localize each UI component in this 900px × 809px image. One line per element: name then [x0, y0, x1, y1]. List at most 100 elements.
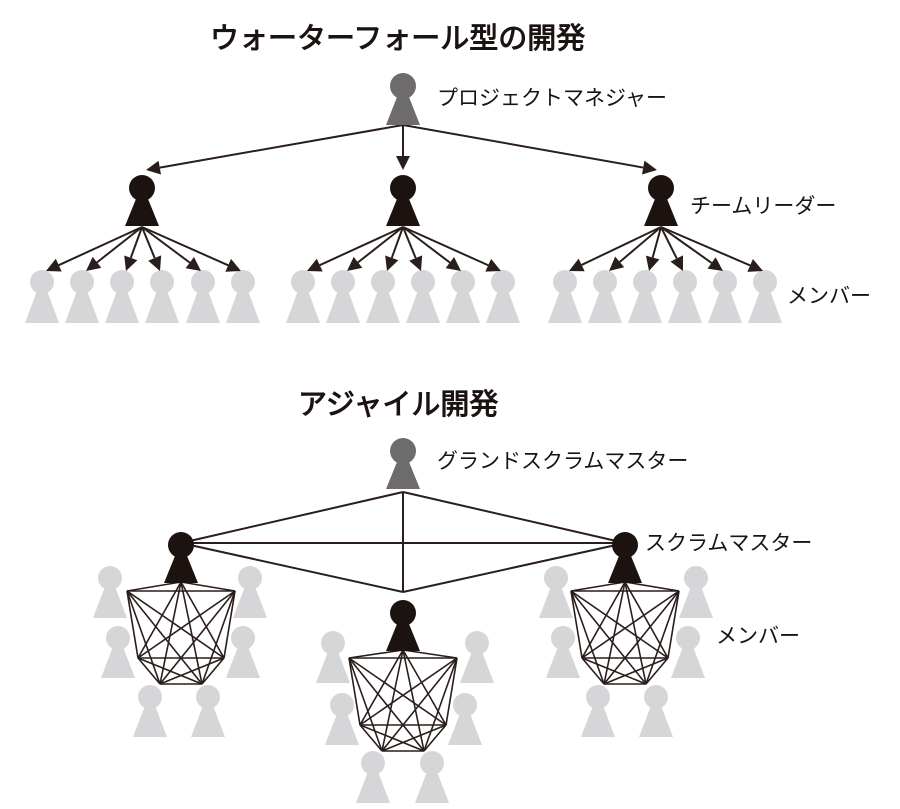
team-connection-line [603, 581, 626, 685]
person-head [753, 270, 777, 294]
team-connection-line [570, 590, 583, 659]
leader-to-member-arrow [124, 226, 143, 271]
member-person-icon [93, 566, 127, 618]
team-connection-line [159, 657, 225, 685]
person-body [386, 457, 420, 489]
leader-to-member-arrow [660, 226, 723, 271]
team-connection-line [348, 657, 447, 726]
person-head [420, 751, 444, 775]
arrow-head [124, 255, 138, 271]
person-body [105, 288, 139, 323]
team-connection-line [667, 590, 680, 659]
team-connection-line [126, 590, 203, 685]
person-body [325, 711, 359, 745]
member-person-icon [486, 270, 520, 323]
person-head [231, 626, 255, 650]
team-connection-line [348, 657, 361, 726]
arrow-line [141, 226, 191, 264]
person-body [644, 194, 678, 226]
person-body [608, 551, 642, 583]
arrow-head [641, 160, 657, 175]
team-connection-line [126, 590, 161, 685]
person-body [191, 703, 225, 737]
person-head [684, 566, 708, 590]
person-head [491, 270, 515, 294]
person-head [150, 270, 174, 294]
person-body [226, 644, 260, 678]
arrow-head [609, 256, 625, 271]
scrum-master-icon [386, 600, 420, 651]
arrow-head [385, 255, 399, 271]
person-body [668, 288, 702, 323]
person-head [553, 270, 577, 294]
person-body [65, 288, 99, 323]
person-body [581, 703, 615, 737]
arrow-line [619, 226, 662, 263]
person-head [129, 175, 155, 201]
pm-to-leader-arrow [146, 124, 404, 175]
pm-label: プロジェクトマネジャー [437, 86, 667, 110]
scrum-master-icon [608, 532, 642, 583]
team-connection-line [223, 590, 236, 659]
team-connection-line [645, 590, 680, 685]
person-body [326, 288, 360, 323]
person-head [191, 270, 215, 294]
person-body [448, 711, 482, 745]
grand-link [402, 491, 626, 544]
scrum-master-label: スクラムマスター [645, 531, 813, 555]
arrow-head [86, 256, 102, 271]
person-body [548, 288, 582, 323]
team-connection-line [348, 657, 383, 752]
person-body [226, 288, 260, 323]
arrow-head [707, 257, 723, 271]
leader-to-member-arrow [609, 226, 662, 271]
person-head [30, 270, 54, 294]
person-head [238, 566, 262, 590]
team-connection-line [180, 581, 225, 659]
person-body [708, 288, 742, 323]
member-person-icon [708, 270, 742, 323]
person-head [465, 631, 489, 655]
person-head [633, 270, 657, 294]
person-head [453, 693, 477, 717]
person-body [628, 288, 662, 323]
member-person-icon [581, 685, 615, 737]
member-person-icon [548, 270, 582, 323]
person-head [390, 438, 416, 464]
arrow-line [660, 226, 713, 264]
leader-to-member-arrow [385, 226, 404, 271]
person-body [133, 703, 167, 737]
team-connection-line [126, 590, 225, 659]
team-connection-line [402, 649, 425, 752]
team-connection-line [159, 581, 182, 685]
arrow-head [307, 258, 323, 272]
person-body [286, 288, 320, 323]
team-connection-line [137, 581, 182, 659]
team-connection-line [159, 590, 236, 685]
team-connection-line [126, 590, 139, 659]
member-person-icon [101, 626, 135, 678]
person-head [361, 751, 385, 775]
arrow-head [146, 160, 161, 175]
member-person-icon [546, 626, 580, 678]
person-head [390, 175, 416, 201]
person-head [644, 685, 668, 709]
member-person-icon [748, 270, 782, 323]
person-body [125, 194, 159, 226]
leader-to-member-arrow [660, 226, 763, 272]
person-head [331, 270, 355, 294]
member-person-icon [191, 685, 225, 737]
person-head [390, 73, 416, 99]
member-person-icon [133, 685, 167, 737]
team-connection-line [624, 581, 647, 685]
leader-to-member-arrow [645, 226, 662, 271]
arrow-line [58, 226, 143, 267]
team-connection-line [402, 649, 458, 659]
member-person-icon [25, 270, 59, 323]
person-head [593, 270, 617, 294]
person-body [446, 288, 480, 323]
arrow-head [670, 255, 683, 271]
person-head [321, 631, 345, 655]
leader-to-member-arrow [347, 226, 404, 271]
